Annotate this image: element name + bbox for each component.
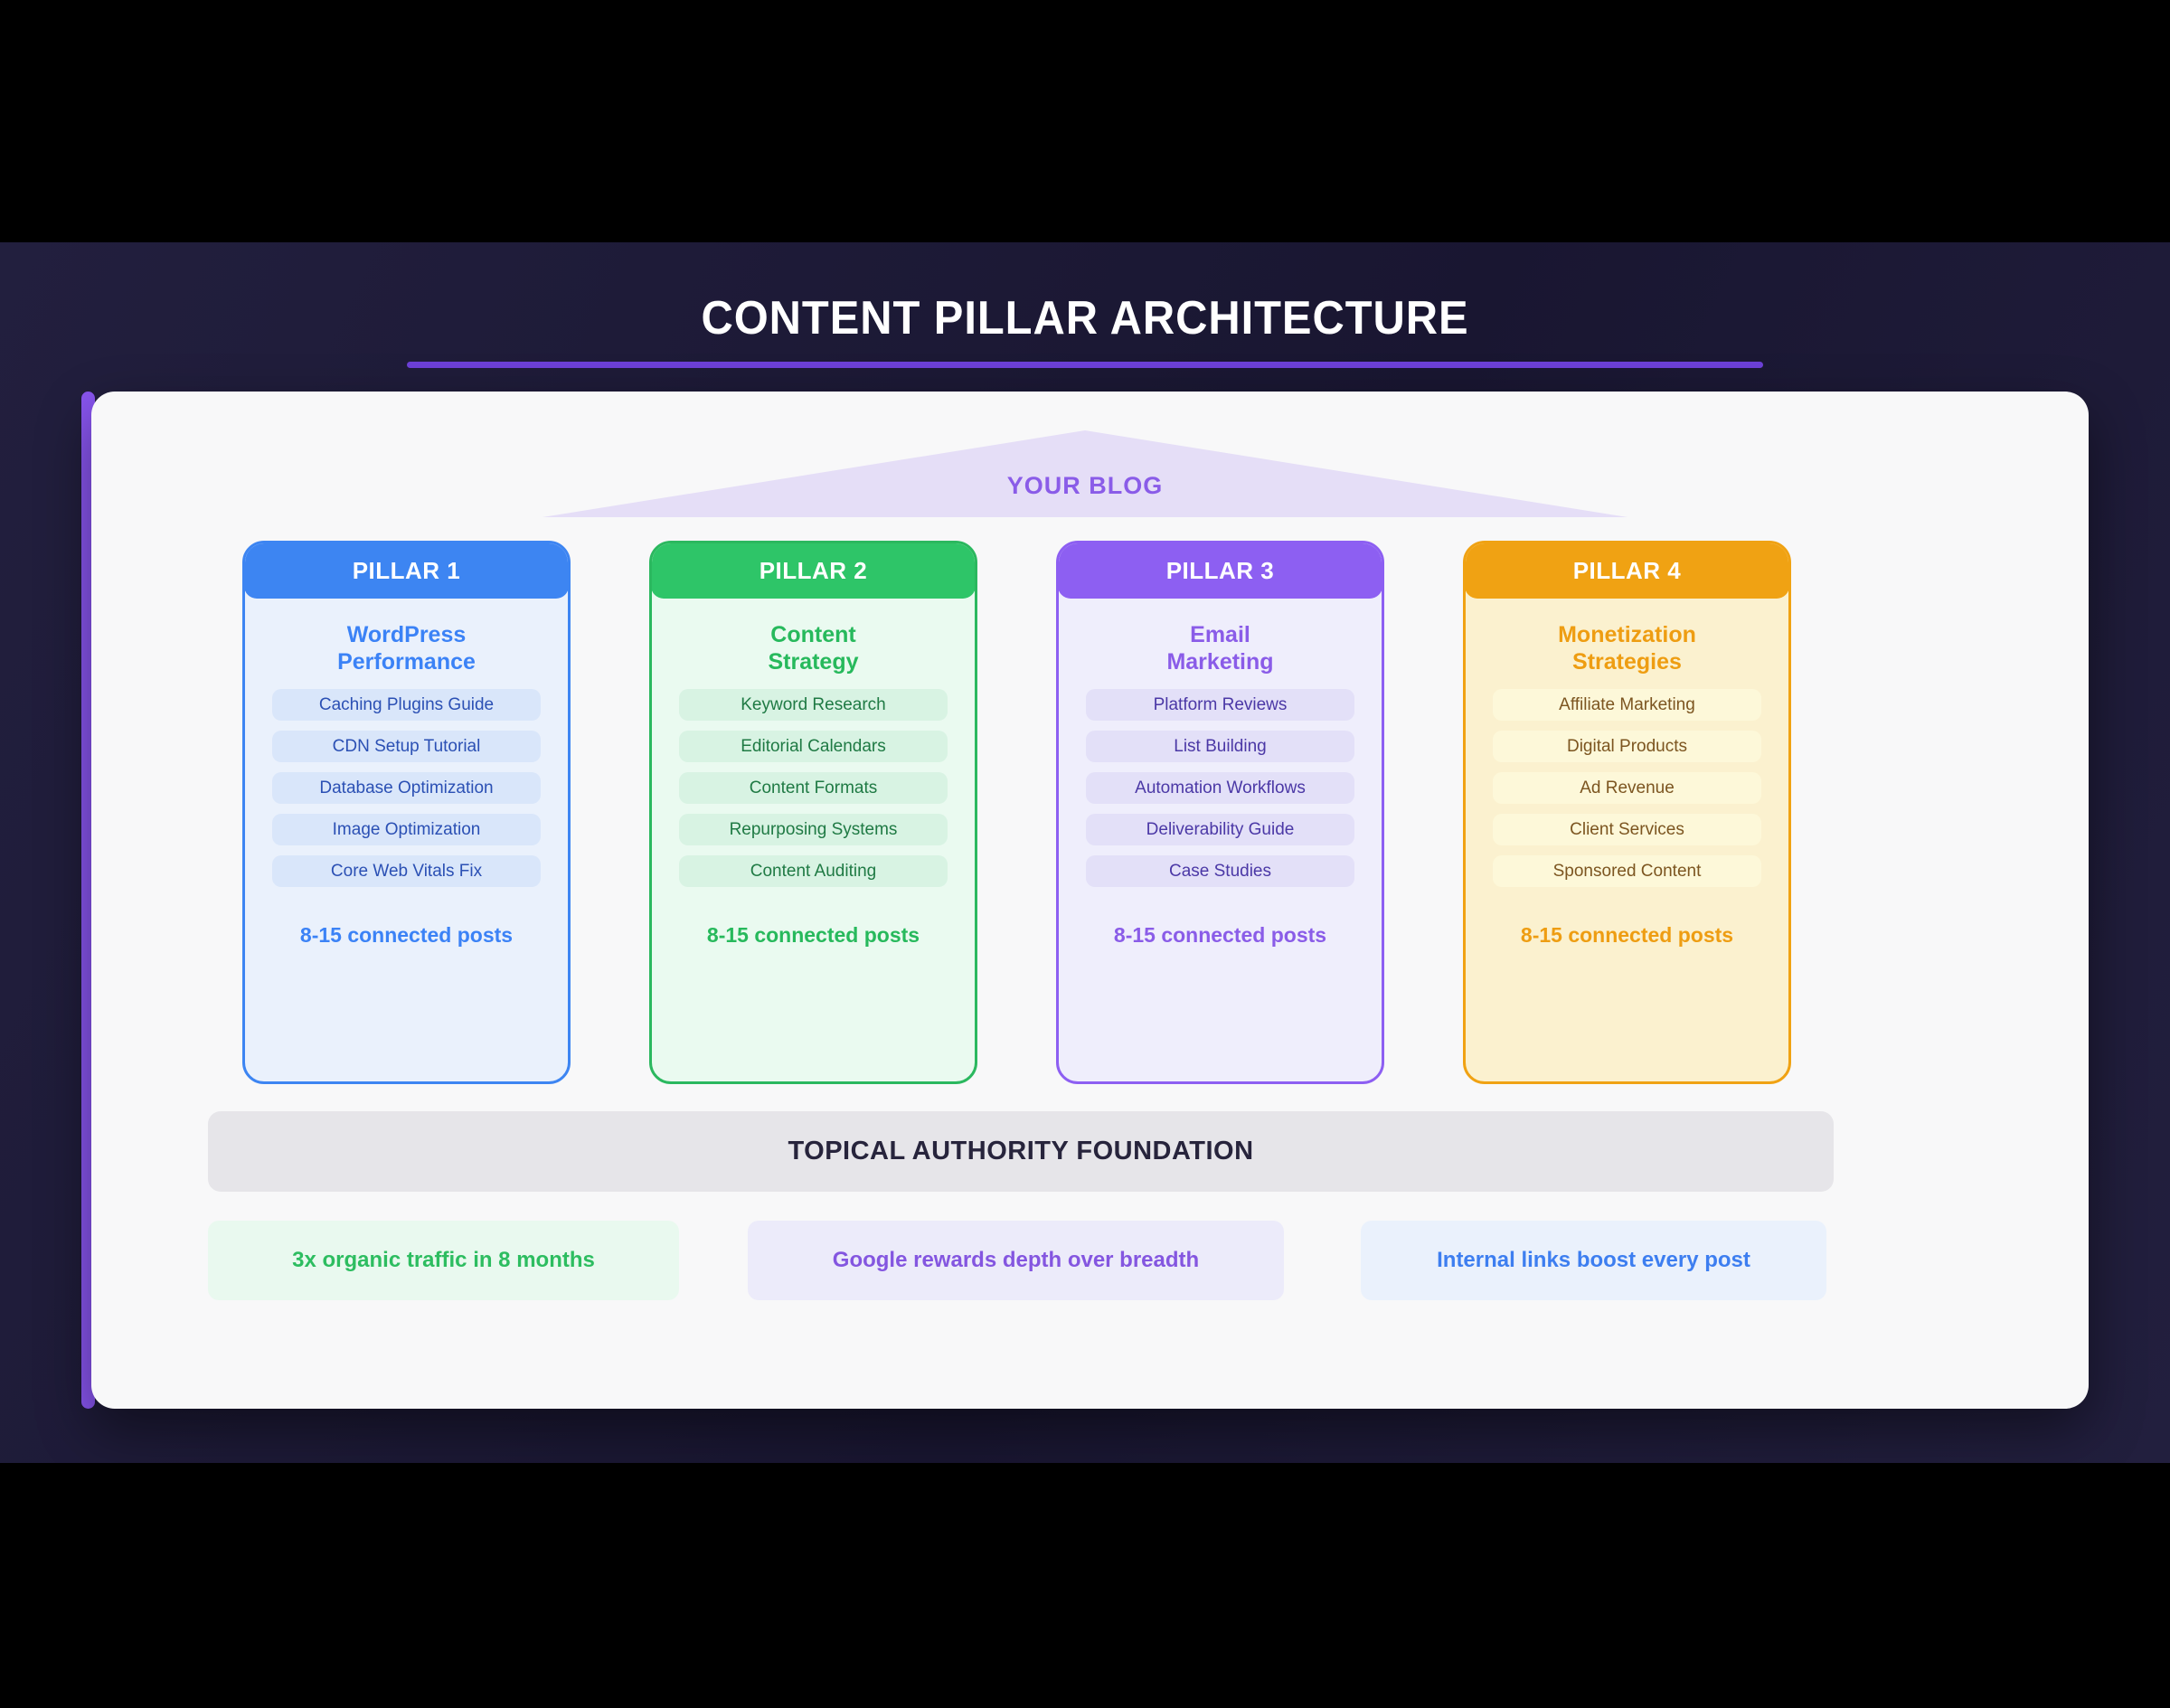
stat-card-internal-links: Internal links boost every post <box>1361 1221 1826 1300</box>
pillar-2-title: Content Strategy <box>652 621 975 675</box>
pillar-1-title: WordPress Performance <box>245 621 568 675</box>
page-title: CONTENT PILLAR ARCHITECTURE <box>701 292 1469 344</box>
pillar-4-footer: 8-15 connected posts <box>1520 923 1734 947</box>
pillar-item: Content Auditing <box>679 855 948 887</box>
pillar-item: Keyword Research <box>679 689 948 721</box>
stat-card-organic-traffic: 3x organic traffic in 8 months <box>208 1221 679 1300</box>
pillar-3-title-line2: Marketing <box>1166 649 1274 675</box>
pillar-1-footer: 8-15 connected posts <box>299 923 514 947</box>
pillar-item: Caching Plugins Guide <box>272 689 541 721</box>
pillar-item: Sponsored Content <box>1493 855 1761 887</box>
pillar-item: Automation Workflows <box>1086 772 1354 804</box>
pillar-item: Content Formats <box>679 772 948 804</box>
pillar-3-footer: 8-15 connected posts <box>1113 923 1327 947</box>
pillar-2-title-line2: Strategy <box>768 649 859 675</box>
pillar-4-items: Affiliate Marketing Digital Products Ad … <box>1466 689 1788 887</box>
pillar-2-title-line1: Content <box>770 622 856 647</box>
pillar-4-title: Monetization Strategies <box>1466 621 1788 675</box>
pillar-4-header: PILLAR 4 <box>1466 543 1788 599</box>
pillar-item: Ad Revenue <box>1493 772 1761 804</box>
pillar-item: Core Web Vitals Fix <box>272 855 541 887</box>
pillar-item: Deliverability Guide <box>1086 814 1354 845</box>
pillar-3-title: Email Marketing <box>1059 621 1382 675</box>
pillar-card-2: PILLAR 2 Content Strategy Keyword Resear… <box>649 541 977 1084</box>
pillar-item: Editorial Calendars <box>679 731 948 762</box>
pillar-1-items: Caching Plugins Guide CDN Setup Tutorial… <box>245 689 568 887</box>
pillar-item: CDN Setup Tutorial <box>272 731 541 762</box>
pillar-1-title-line1: WordPress <box>346 622 467 647</box>
roof-label: YOUR BLOG <box>1006 472 1164 499</box>
pillar-1-title-line2: Performance <box>337 649 476 675</box>
pillar-item: Repurposing Systems <box>679 814 948 845</box>
pillar-item: Affiliate Marketing <box>1493 689 1761 721</box>
title-underline <box>407 362 1763 368</box>
pillar-card-4: PILLAR 4 Monetization Strategies Affilia… <box>1463 541 1791 1084</box>
pillar-card-3: PILLAR 3 Email Marketing Platform Review… <box>1056 541 1384 1084</box>
pillar-item: List Building <box>1086 731 1354 762</box>
stat-card-google-depth: Google rewards depth over breadth <box>748 1221 1284 1300</box>
pillar-4-title-line2: Strategies <box>1572 649 1682 675</box>
pillar-item: Case Studies <box>1086 855 1354 887</box>
pillar-item: Platform Reviews <box>1086 689 1354 721</box>
pillar-2-header: PILLAR 2 <box>652 543 975 599</box>
foundation-label: TOPICAL AUTHORITY FOUNDATION <box>788 1137 1254 1165</box>
pillar-3-items: Platform Reviews List Building Automatio… <box>1059 689 1382 887</box>
pillar-2-footer: 8-15 connected posts <box>706 923 920 947</box>
pillar-item: Client Services <box>1493 814 1761 845</box>
foundation-bar: TOPICAL AUTHORITY FOUNDATION <box>208 1111 1834 1192</box>
pillar-2-items: Keyword Research Editorial Calendars Con… <box>652 689 975 887</box>
pillar-3-title-line1: Email <box>1190 622 1250 647</box>
pillar-1-header: PILLAR 1 <box>245 543 568 599</box>
pillar-4-title-line1: Monetization <box>1558 622 1696 647</box>
pillar-card-1: PILLAR 1 WordPress Performance Caching P… <box>242 541 571 1084</box>
pillar-item: Digital Products <box>1493 731 1761 762</box>
pillar-item: Database Optimization <box>272 772 541 804</box>
pillar-item: Image Optimization <box>272 814 541 845</box>
pillar-3-header: PILLAR 3 <box>1059 543 1382 599</box>
